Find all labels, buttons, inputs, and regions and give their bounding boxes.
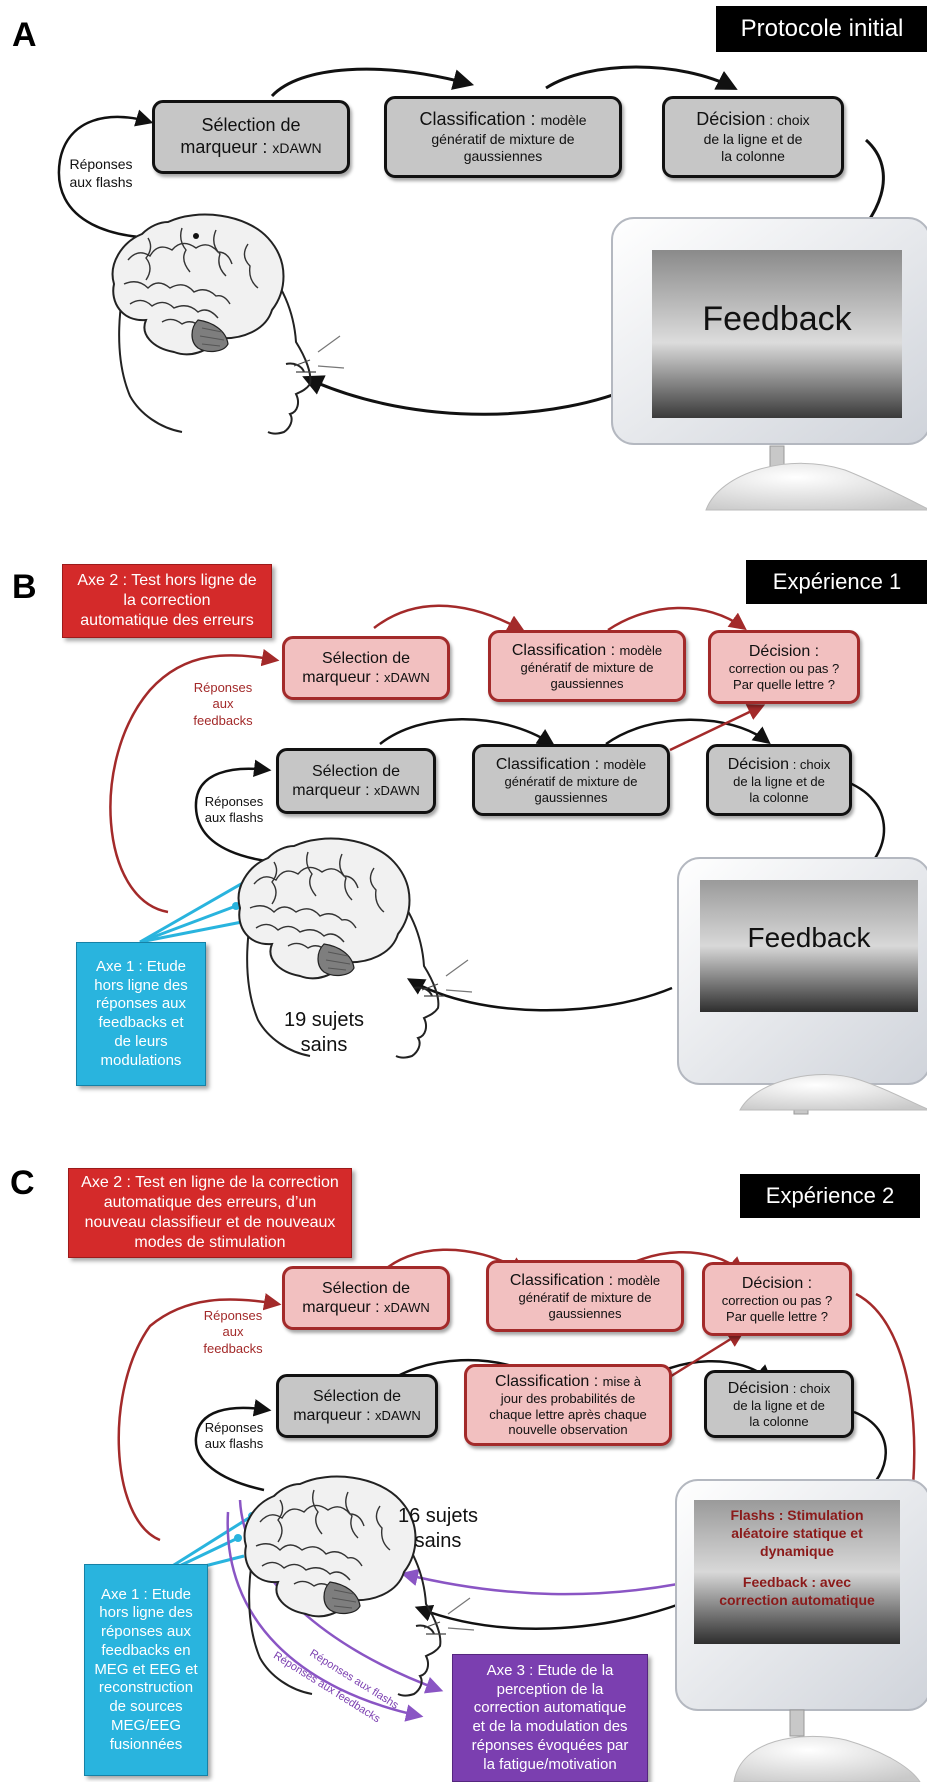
c-responses-flashs-label: Réponses aux flashs <box>204 1420 264 1452</box>
a-selection-title: Sélection de <box>201 115 301 136</box>
b-subjects-label: 19 sujets sains <box>283 1009 365 1056</box>
c-selection-box: Sélection de marqueur : xDAWN <box>276 1374 438 1438</box>
a-selection-method: xDAWN <box>272 140 322 156</box>
b-classification-pink-box: Classification : modèle génératif de mix… <box>488 630 686 702</box>
arrow-b-axe1-1 <box>139 878 249 944</box>
a-responses-label: Réponses aux flashs <box>69 156 133 190</box>
a-decision-title: Décision <box>696 109 766 130</box>
panel-a-tag: Protocole initial <box>716 6 927 52</box>
c-subjects-label: 16 sujets sains <box>397 1505 479 1552</box>
b-decision-pink-box: Décision : correction ou pas ? Par quell… <box>708 630 860 704</box>
c-selection-pink-box: Sélection de marqueur : xDAWN <box>282 1266 450 1330</box>
panel-a-letter: A <box>12 16 37 54</box>
a-classification-l2: génératif de mixture de <box>431 131 575 147</box>
arrow-c-purple-feedbacks <box>226 1511 424 1722</box>
brain-b-icon <box>237 837 411 980</box>
monitor-a-icon <box>611 217 927 511</box>
c-axe2-box: Axe 2 : Test en ligne de la correction a… <box>68 1168 352 1258</box>
arrow-b-axe1-2 <box>139 904 237 944</box>
arrow-b-feedback-head <box>406 978 673 1012</box>
panel-b-graphics <box>109 604 927 1115</box>
arrow-b-cls-to-decision-pink <box>669 704 766 752</box>
b-axe1-box: Axe 1 : Etude hors ligne des réponses au… <box>76 942 206 1086</box>
a-selection-box: Sélection de marqueur : xDAWN <box>152 100 350 174</box>
arrow-a-responses <box>57 109 197 240</box>
monitor-c-icon <box>675 1479 927 1782</box>
arrow-b-pink-cls-dec <box>607 606 747 632</box>
panel-b-letter: B <box>12 568 37 606</box>
arrow-c-cls-to-decision-pink <box>667 1330 745 1380</box>
c-monitor-screen-text: Flashs : Stimulation aléatoire statique … <box>719 1507 875 1608</box>
arrow-b-responses-flashs <box>194 759 299 866</box>
arrow-a-feedback-head <box>302 375 637 416</box>
a-selection-marker: marqueur : <box>180 137 273 157</box>
b-axe2-box: Axe 2 : Test hors ligne de la correction… <box>62 564 272 638</box>
arrow-c-feedback-head <box>414 1602 681 1630</box>
b-decision-box: Décision : choix de la ligne et de la co… <box>706 744 852 816</box>
b-responses-feedbacks-label: Réponses aux feedbacks <box>193 680 253 728</box>
monitor-b-icon <box>677 857 927 1115</box>
c-responses-feedbacks-label: Réponses aux feedbacks <box>203 1308 263 1356</box>
b-selection-pink-box: Sélection de marqueur : xDAWN <box>282 636 450 700</box>
c-axe3-box: Axe 3 : Etude de la perception de la cor… <box>452 1654 648 1782</box>
b-responses-flashs-label: Réponses aux flashs <box>204 794 264 826</box>
a-decision-box: Décision : choix de la ligne et de la co… <box>662 96 844 178</box>
arrow-c-responses-flashs <box>194 1399 272 1492</box>
c-decision-pink-box: Décision : correction ou pas ? Par quell… <box>702 1262 852 1336</box>
a-classification-title: Classification : <box>419 109 541 130</box>
arrow-c-responses-feedbacks <box>117 1293 282 1542</box>
a-decision-l3: la colonne <box>721 147 785 164</box>
panel-b-tag: Expérience 1 <box>746 560 927 604</box>
c-axe1-box: Axe 1 : Etude hors ligne des réponses au… <box>84 1564 208 1776</box>
arrow-b-axe1-3 <box>139 920 243 944</box>
c-classification-update-box: Classification : mise à jour des probabi… <box>464 1364 672 1446</box>
b-classification-box: Classification : modèle génératif de mix… <box>472 744 670 816</box>
a-classification-l3: gaussiennes <box>463 147 543 164</box>
c-classification-pink-box: Classification : modèle génératif de mix… <box>486 1260 684 1332</box>
b-selection-box: Sélection de marqueur : xDAWN <box>276 748 436 814</box>
a-decision-t2: : choix <box>765 112 810 129</box>
c-decision-box: Décision : choix de la ligne et de la co… <box>704 1370 854 1438</box>
b-feedback-screen-text: Feedback <box>747 922 871 953</box>
a-feedback-screen-text: Feedback <box>702 300 852 338</box>
a-decision-l2: de la ligne et de <box>703 131 803 147</box>
arrow-b-pink-sel-cls <box>373 604 526 632</box>
arrow-b-cls-dec <box>605 718 771 746</box>
a-classification-t2: modèle <box>540 112 587 129</box>
arrow-a-sel-cls <box>270 67 475 98</box>
panel-c-letter: C <box>10 1164 35 1202</box>
a-classification-box: Classification : modèle génératif de mix… <box>384 96 622 178</box>
arrow-c-stim-head <box>400 1568 679 1596</box>
arrow-a-cls-dec <box>545 65 738 90</box>
panel-a-graphics <box>57 65 927 511</box>
panel-c-tag: Expérience 2 <box>740 1174 920 1218</box>
arrow-b-sel-cls <box>379 718 555 746</box>
arrow-b-responses-feedbacks <box>109 648 280 914</box>
